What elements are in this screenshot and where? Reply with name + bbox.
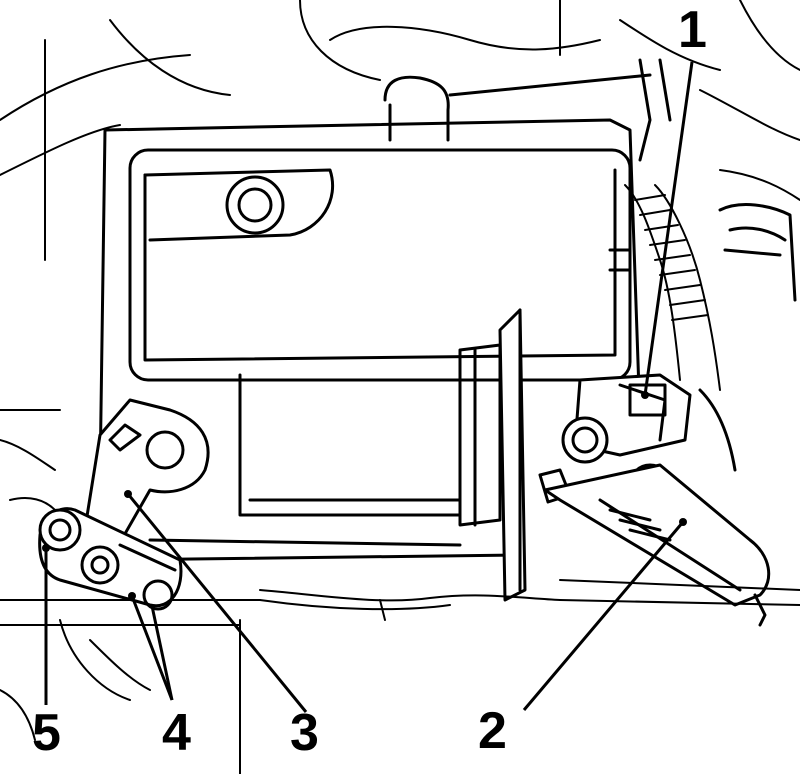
leader-5-dot (42, 544, 50, 552)
lower-cables (259, 579, 800, 621)
wiring-harness (624, 58, 797, 472)
leader-3 (126, 493, 308, 713)
leader-2-dot (679, 518, 687, 526)
callout-1: 1 (678, 1, 707, 59)
callout-leaders (42, 61, 694, 713)
top-hose (383, 73, 652, 142)
sensor-housing (458, 308, 527, 602)
callout-4: 4 (162, 704, 191, 762)
leader-4b (150, 605, 174, 701)
leader-2 (522, 521, 685, 711)
leader-1-dot (641, 391, 649, 399)
callout-2: 2 (478, 702, 507, 760)
callout-5: 5 (32, 704, 61, 762)
control-unit-housing (98, 118, 642, 562)
leader-4-dot (128, 592, 136, 600)
leader-4a (130, 595, 174, 701)
leader-3-dot (124, 490, 132, 498)
callout-3: 3 (290, 704, 319, 762)
leader-1 (643, 61, 694, 396)
mounting-bracket-left (38, 398, 210, 611)
